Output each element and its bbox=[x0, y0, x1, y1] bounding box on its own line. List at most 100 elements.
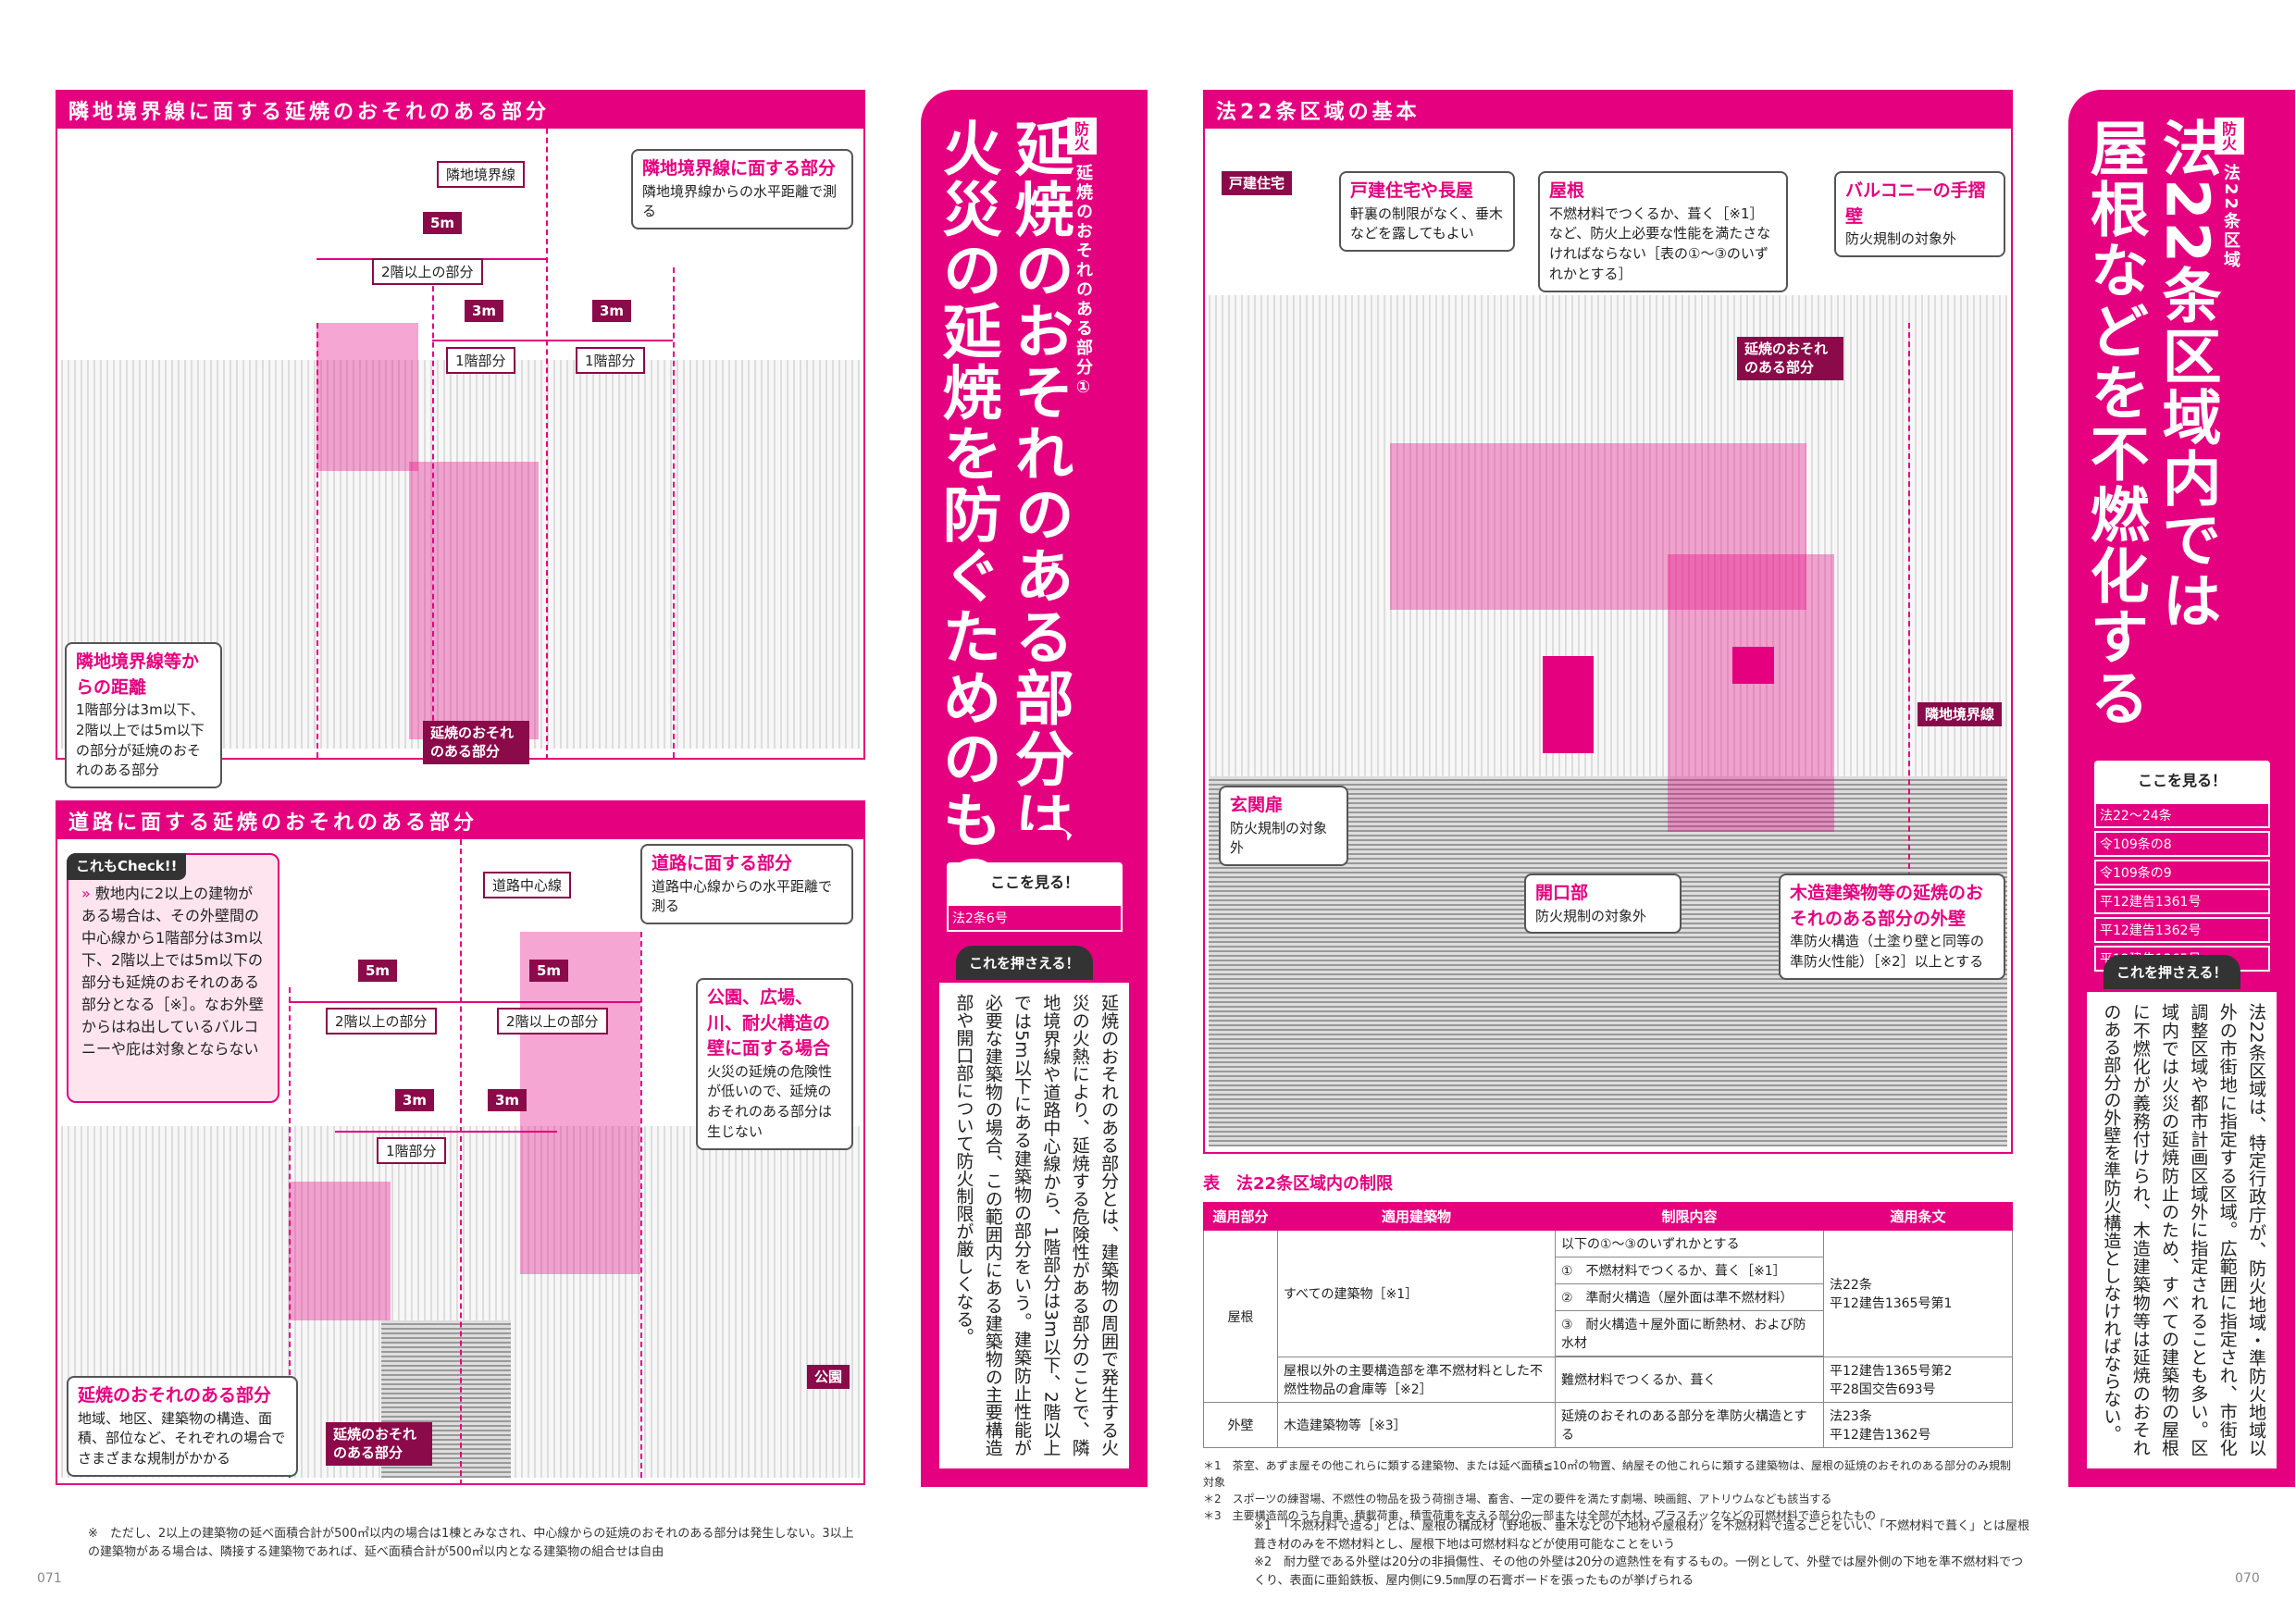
ref-item: 令109条の9 bbox=[2094, 860, 2270, 886]
point-body: 法22条区域は、特定行政庁が、防火地域・準防火地域以外の市街地に指定する区域。広… bbox=[2101, 1003, 2267, 1456]
3m-line bbox=[432, 267, 434, 758]
category-badge: 防火 bbox=[1067, 118, 1097, 155]
left-footnote: ※ ただし、2以上の建築物の延べ面積合計が500㎡以内の場合は1棟とみなされ、中… bbox=[88, 1527, 854, 1559]
ref-item: 令109条の8 bbox=[2094, 831, 2270, 857]
right-footnotes: ※1 「不燃材料で造る」とは、屋根の構成材（野地板、垂木などの下地材や屋根材）を… bbox=[1254, 1519, 2030, 1588]
callout-zone: 延焼のおそれのある部分 地域、地区、建築物の構造、面積、部位など、それぞれの場合… bbox=[67, 1376, 298, 1477]
panel-neighbor-boundary: 隣地境界線に面する延焼のおそれのある部分 隣地境界線 5m 2階以上の部分 3m… bbox=[56, 90, 865, 789]
title-line-2: 火災の延焼を防ぐためのもの bbox=[932, 118, 1001, 911]
road-centerline bbox=[460, 802, 462, 1485]
restriction-table-block: 表 法22条区域内の制限 適用部分 適用建築物 制限内容 適用条文 屋根 すべて… bbox=[1203, 1171, 2013, 1524]
dim-1f-a: 1階部分 bbox=[377, 1137, 446, 1164]
zone-road-upper bbox=[520, 932, 640, 1274]
table-row: ③ 耐火構造＋屋外面に断熱材、および防水材 bbox=[1204, 1310, 2013, 1357]
dim-5m-b: 5m bbox=[529, 960, 569, 982]
book-icon bbox=[2150, 728, 2215, 762]
dim-5m: 5m bbox=[423, 212, 463, 234]
house-tag: 戸建住宅 bbox=[1222, 171, 1293, 196]
dim-1f-b: 1階部分 bbox=[576, 347, 645, 374]
table-row: 屋根以外の主要構造部を準不燃材料とした不燃性物品の倉庫等［※2］ 難燃材料でつく… bbox=[1204, 1357, 2013, 1403]
boundary-line bbox=[546, 92, 548, 760]
table-row: 屋根 すべての建築物［※1］ 以下の①～③のいずれかとする 法22条 平12建告… bbox=[1203, 1230, 2013, 1403]
panel-title: 隣地境界線に面する延焼のおそれのある部分 bbox=[57, 92, 863, 129]
3m-line-right bbox=[673, 267, 675, 758]
page-number: 071 bbox=[37, 1571, 62, 1586]
dim-3m-a: 3m bbox=[465, 300, 504, 322]
check-label: これもCheck!! bbox=[67, 853, 187, 880]
door bbox=[1543, 656, 1594, 753]
roof-zone bbox=[1390, 443, 1806, 610]
table-row: 外壁 木造建築物等［※3］ 延焼のおそれのある部分を準防火構造とする 法23条 … bbox=[1203, 1402, 2013, 1448]
point-box: 法22条区域は、特定行政庁が、防火地域・準防火地域以外の市街地に指定する区域。広… bbox=[2087, 992, 2277, 1468]
bullet-icon: » bbox=[81, 885, 91, 902]
zone-tag: 延焼のおそれのある部分 bbox=[423, 721, 529, 764]
table-row: ① 不燃材料でつくるか、葺く［※1］ bbox=[1204, 1257, 2013, 1284]
panel-law22: 法22条区域の基本 戸建住宅 戸建住宅や長屋 軒裏の制限がなく、垂木などを露して… bbox=[1203, 90, 2013, 1154]
title-line-2: 屋根などを不燃化する bbox=[2079, 118, 2149, 728]
table-caption: 表 法22条区域内の制限 bbox=[1203, 1174, 1394, 1194]
dim-2f-a: 2階以上の部分 bbox=[326, 1008, 437, 1035]
table-header: 適用部分 適用建築物 制限内容 適用条文 bbox=[1203, 1202, 2013, 1231]
zone-lower bbox=[409, 462, 539, 739]
boundary-line bbox=[1908, 323, 1910, 878]
see-label: ここを見る！ bbox=[989, 873, 1079, 891]
category-badge: 防火 bbox=[2215, 118, 2244, 155]
ref-list: 法22～24条 令109条の8 令109条の9 平12建告1361号 平12建告… bbox=[2094, 802, 2270, 974]
subtitle: 延焼のおそれのある部分① bbox=[1074, 164, 1093, 400]
boundary-tag: 隣地境界線 bbox=[437, 161, 526, 188]
book-icon bbox=[1002, 830, 1067, 863]
5m-line bbox=[316, 323, 318, 758]
point-label: これを押さえる！ bbox=[956, 946, 1093, 980]
see-label: ここを見る！ bbox=[2137, 772, 2227, 789]
callout-road-side: 道路に面する部分 道路中心線からの水平距離で測る bbox=[640, 844, 853, 925]
see-box: ここを見る！ bbox=[2094, 761, 2270, 807]
title-line-1: 法22条区域内では bbox=[2152, 118, 2221, 632]
page-number: 070 bbox=[2235, 1571, 2260, 1586]
callout-distance: 隣地境界線等からの距離 1階部分は3m以下、2階以上では5m以下の部分が延焼のお… bbox=[65, 642, 222, 789]
dim-line-3m bbox=[335, 1131, 557, 1133]
zone-tag: 延焼のおそれのある部分 bbox=[326, 1422, 432, 1466]
wall-zone bbox=[1668, 554, 1834, 832]
callout-entrance: 玄関扉 防火規制の対象外 bbox=[1219, 786, 1348, 867]
restriction-table: 適用部分 適用建築物 制限内容 適用条文 屋根 すべての建築物［※1］ 以下の①… bbox=[1203, 1202, 2013, 1448]
callout-boundary-side: 隣地境界線に面する部分 隣地境界線からの水平距離で測る bbox=[631, 149, 853, 230]
dim-2f: 2階以上の部分 bbox=[372, 258, 483, 285]
ref-item: 法22～24条 bbox=[2094, 802, 2270, 828]
5m-line-right bbox=[640, 932, 642, 1478]
callout-park: 公園、広場、川、耐火構造の壁に面する場合 火災の延焼の危険性が低いので、延焼のお… bbox=[696, 978, 853, 1150]
callout-wood: 木造建築物等の延焼のおそれのある部分の外壁 準防火構造（土塗り壁と同等の準防火性… bbox=[1779, 873, 2005, 980]
dim-3m-b: 3m bbox=[592, 300, 632, 322]
ref-item: 平12建告1361号 bbox=[2094, 888, 2270, 914]
dim-line-3m bbox=[432, 340, 673, 341]
subtitle: 法22条区域 bbox=[2221, 164, 2240, 271]
dim-3m-a: 3m bbox=[395, 1089, 435, 1111]
callout-detached: 戸建住宅や長屋 軒裏の制限がなく、垂木などを露してもよい bbox=[1339, 171, 1515, 253]
zone-tag: 延焼のおそれのある部分 bbox=[1737, 337, 1843, 380]
check-text: 敷地内に2以上の建物がある場合は、その外壁間の中心線から1階部分は3m以下、2階… bbox=[81, 885, 264, 1058]
ref-item: 平12建告1362号 bbox=[2094, 917, 2270, 943]
zone-upper bbox=[316, 323, 418, 471]
table-notes: ＊1 茶室、あずま屋その他これらに類する建築物、または延べ面積≦10㎡の物置、納… bbox=[1203, 1459, 2011, 1522]
ref-item: 法2条6号 bbox=[947, 904, 1123, 932]
point-label: これを押さえる！ bbox=[2104, 955, 2240, 989]
dim-line-5m bbox=[289, 1001, 640, 1003]
panel-road: 道路に面する延焼のおそれのある部分 これもCheck!! » 敷地内に2以上の建… bbox=[56, 800, 865, 1485]
callout-opening: 開口部 防火規制の対象外 bbox=[1524, 873, 1682, 935]
zone-road-lower bbox=[289, 1182, 391, 1320]
callout-roof: 屋根 不燃材料でつくるか、葺く［※1］など、防火上必要な性能を満たさなければなら… bbox=[1538, 171, 1788, 292]
dim-5m-a: 5m bbox=[358, 960, 398, 982]
title-line-1: 延焼のおそれのある部分は bbox=[1004, 118, 1074, 850]
panel-title: 法22条区域の基本 bbox=[1205, 92, 2011, 129]
window bbox=[1732, 647, 1774, 684]
boundary-tag: 隣地境界線 bbox=[1917, 702, 2003, 727]
park-tag: 公園 bbox=[807, 1365, 850, 1390]
dim-3m-b: 3m bbox=[488, 1089, 527, 1111]
callout-balcony: バルコニーの手摺壁 防火規制の対象外 bbox=[1834, 171, 2005, 257]
5m-line-left bbox=[289, 987, 291, 1478]
side-band-left: 防火 延焼のおそれのある部分① 延焼のおそれのある部分は 火災の延焼を防ぐための… bbox=[921, 90, 1148, 1487]
centerline-tag: 道路中心線 bbox=[483, 872, 572, 898]
point-body: 延焼のおそれのある部分とは、建築物の周囲で発生する火災の火熱により、延焼する危険… bbox=[953, 994, 1120, 1456]
point-box: 延焼のおそれのある部分とは、建築物の周囲で発生する火災の火熱により、延焼する危険… bbox=[939, 983, 1129, 1468]
dim-2f-b: 2階以上の部分 bbox=[497, 1008, 608, 1035]
side-band-right: 防火 法22条区域 法22条区域内では 屋根などを不燃化する ここを見る！ 法2… bbox=[2068, 90, 2295, 1487]
